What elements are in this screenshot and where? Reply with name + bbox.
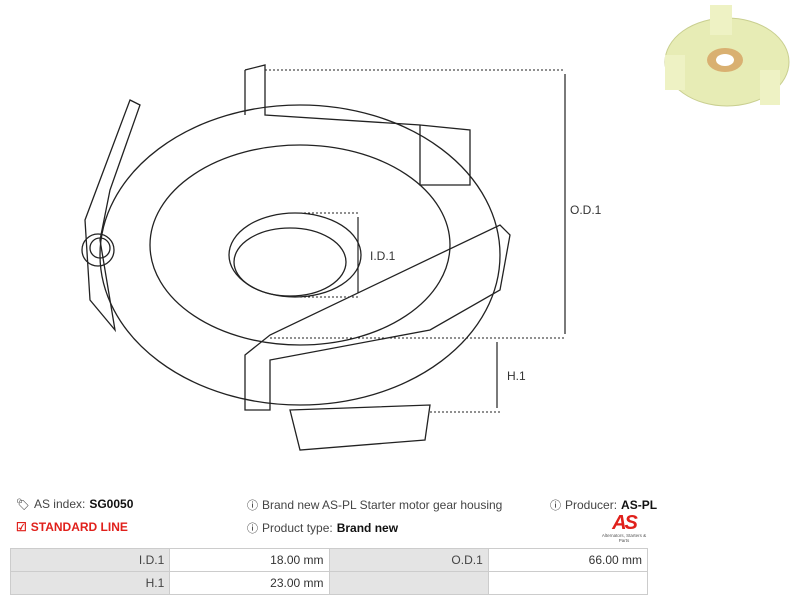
- h-label: H.1: [507, 369, 526, 383]
- producer-value: AS-PL: [621, 498, 658, 512]
- logo-mark: AS: [612, 512, 638, 534]
- index-label: AS index:: [33, 497, 86, 511]
- tags-icon: 🏷: [16, 498, 30, 511]
- producer: ⓘ Producer: AS-PL: [550, 497, 657, 513]
- description: ⓘ Brand new AS-PL Starter motor gear hou…: [247, 497, 502, 513]
- spec-name: O.D.1: [328, 548, 489, 572]
- producer-label: Producer:: [565, 498, 618, 512]
- specs-table: I.D.1 18.00 mm O.D.1 66.00 mm H.1 23.00 …: [9, 548, 649, 595]
- spec-value: 66.00 mm: [487, 548, 649, 572]
- info-circle-icon: ⓘ: [247, 523, 258, 535]
- logo-tagline: Alternators, Starters & Parts: [601, 533, 647, 543]
- id-label: I.D.1: [370, 249, 396, 263]
- spec-value: 23.00 mm: [169, 571, 330, 595]
- line-label: STANDARD LINE: [30, 520, 128, 534]
- info-circle-icon: ⓘ: [247, 500, 258, 512]
- table-row: H.1 23.00 mm: [9, 571, 649, 595]
- as-index: 🏷 AS index: SG0050: [16, 497, 133, 511]
- type-label: Product type:: [262, 521, 333, 535]
- spec-name: [328, 571, 489, 595]
- check-square-icon: ☑: [16, 520, 27, 534]
- product-type: ⓘ Product type: Brand new: [247, 520, 398, 536]
- standard-line: ☑ STANDARD LINE: [16, 520, 128, 534]
- table-row: I.D.1 18.00 mm O.D.1 66.00 mm: [9, 548, 649, 572]
- product-photo: [664, 5, 790, 107]
- spec-name: I.D.1: [9, 548, 171, 572]
- spec-value: [487, 571, 649, 595]
- type-value: Brand new: [336, 521, 399, 535]
- technical-drawing: O.D.1 I.D.1 H.1: [81, 64, 602, 451]
- description-text: Brand new AS-PL Starter motor gear housi…: [262, 498, 503, 512]
- as-pl-logo: AS Alternators, Starters & Parts: [596, 513, 652, 543]
- od-label: O.D.1: [570, 203, 602, 217]
- index-value: SG0050: [89, 497, 134, 511]
- spec-name: H.1: [9, 571, 171, 595]
- spec-value: 18.00 mm: [169, 548, 330, 572]
- info-circle-icon: ⓘ: [550, 500, 561, 512]
